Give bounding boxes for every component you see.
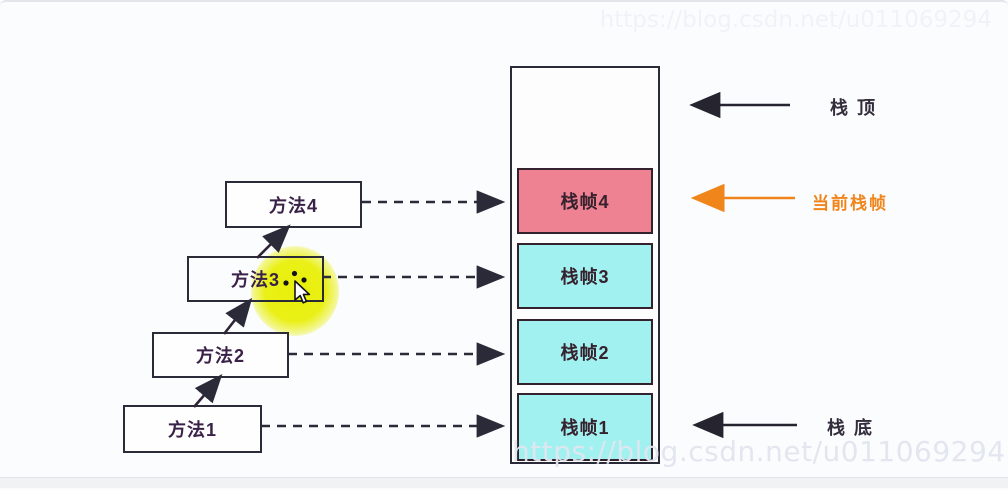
stack-frame-2: 栈帧2 xyxy=(517,319,653,385)
stack-top-label: 栈顶 xyxy=(830,98,884,118)
stack-frame-4: 栈帧4 xyxy=(517,168,653,234)
method-box-3: 方法3 xyxy=(187,256,324,302)
call-arrow-2-to-3 xyxy=(222,297,253,335)
mouse-cursor xyxy=(283,270,311,304)
stack-frame-label-2: 栈帧2 xyxy=(560,343,610,363)
current-frame-label: 当前栈帧 xyxy=(812,194,888,213)
watermark-bottom: https://blog.csdn.net/u011069294 xyxy=(512,435,1006,468)
stack-frame-1: 栈帧1 xyxy=(517,393,653,461)
method-label-4: 方法4 xyxy=(268,195,318,216)
pointer-icon xyxy=(294,280,311,304)
method-label-3: 方法3 xyxy=(230,270,280,290)
stack-frame-label-1: 栈帧1 xyxy=(560,418,610,438)
method-box-2: 方法2 xyxy=(152,332,289,378)
stack-frame-label-3: 栈帧3 xyxy=(560,267,610,287)
method-box-1: 方法1 xyxy=(123,405,262,453)
method-label-1: 方法1 xyxy=(167,420,217,440)
method-box-4: 方法4 xyxy=(225,181,362,228)
watermark-top: https://blog.csdn.net/u011069294 xyxy=(599,7,992,33)
stack-bottom-label: 栈底 xyxy=(827,418,881,438)
stack-container: 栈帧4 栈帧3 栈帧2 栈帧1 xyxy=(510,66,660,464)
call-arrow-1-to-2 xyxy=(193,374,223,408)
stack-frame-3: 栈帧3 xyxy=(517,243,653,309)
bottom-edge xyxy=(0,477,1008,488)
method-label-2: 方法2 xyxy=(195,346,245,366)
stack-frame-label-4: 栈帧4 xyxy=(560,192,610,212)
click-dots-icon xyxy=(283,270,307,286)
